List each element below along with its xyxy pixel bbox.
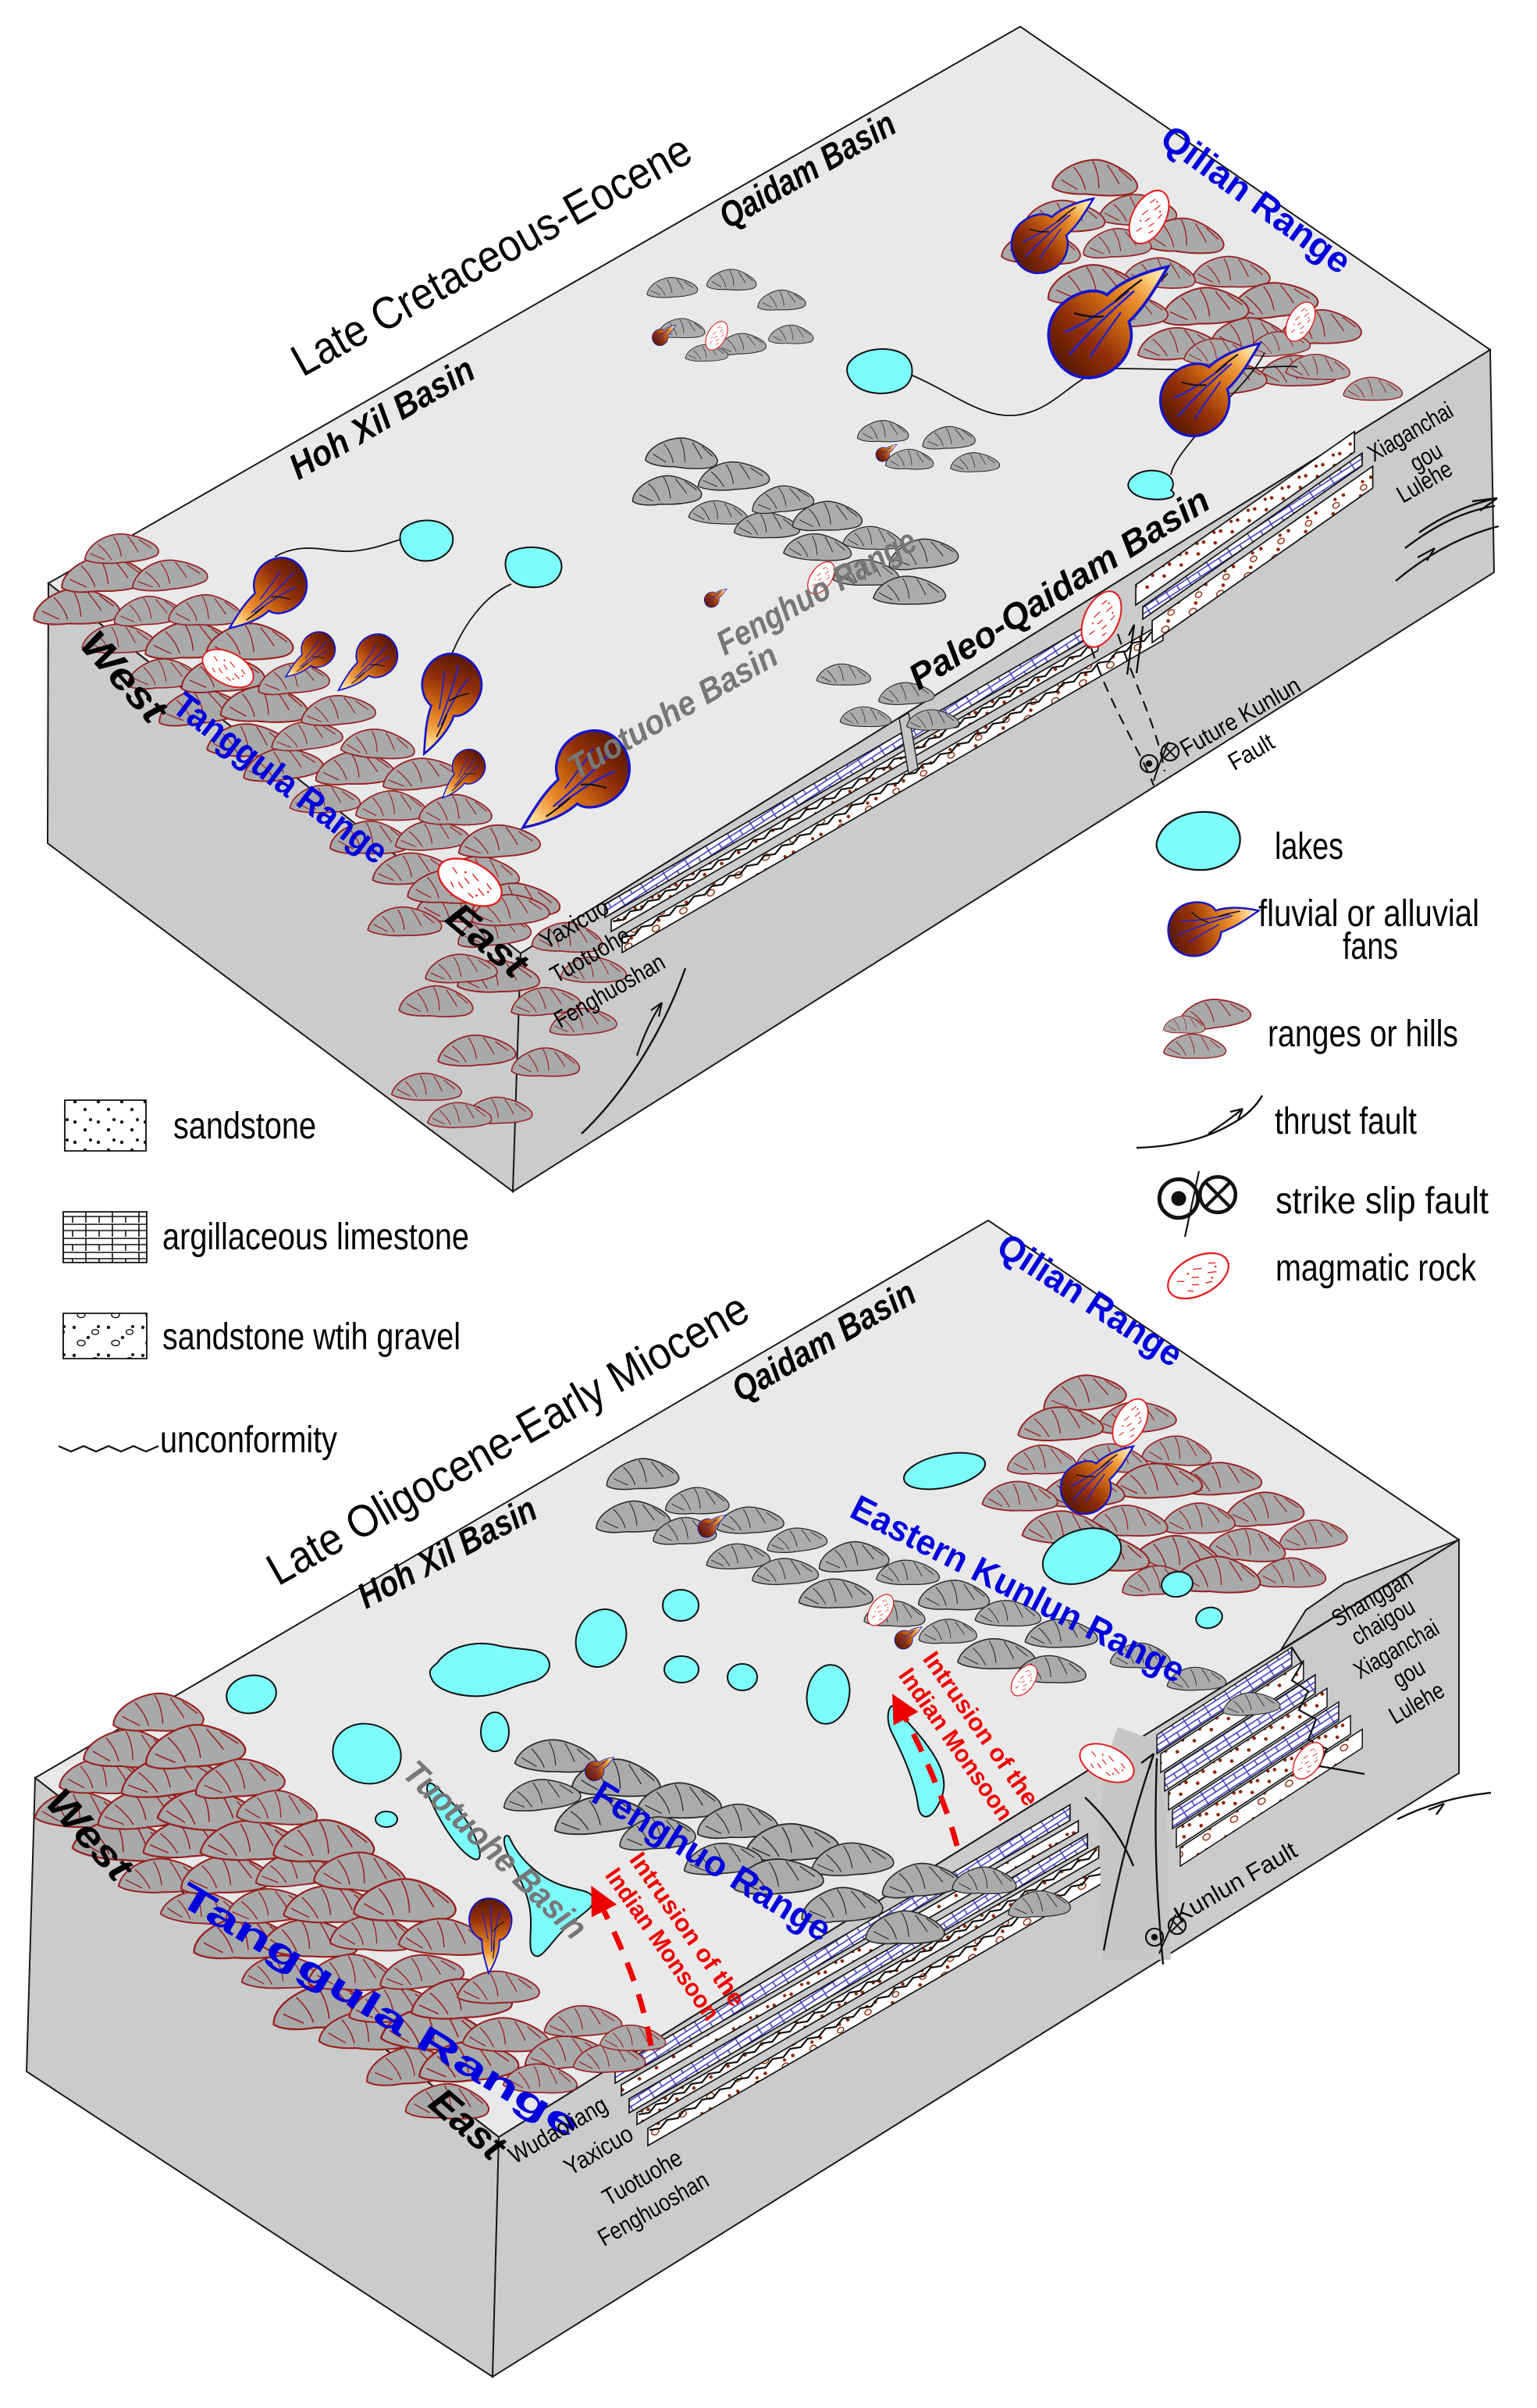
svg-text:sandstone wtih gravel: sandstone wtih gravel xyxy=(162,1316,461,1358)
svg-text:magmatic rock: magmatic rock xyxy=(1275,1248,1477,1289)
svg-text:strike slip fault: strike slip fault xyxy=(1275,1181,1489,1222)
svg-text:ranges or hills: ranges or hills xyxy=(1268,1013,1458,1055)
svg-text:thrust fault: thrust fault xyxy=(1275,1101,1417,1142)
svg-text:lakes: lakes xyxy=(1275,826,1343,867)
svg-text:sandstone: sandstone xyxy=(173,1106,316,1147)
svg-text:fans: fans xyxy=(1343,926,1398,967)
svg-text:argillaceous limestone: argillaceous limestone xyxy=(162,1216,469,1258)
svg-text:unconformity: unconformity xyxy=(160,1420,337,1461)
svg-text:fluvial or alluvial: fluvial or alluvial xyxy=(1258,893,1479,935)
